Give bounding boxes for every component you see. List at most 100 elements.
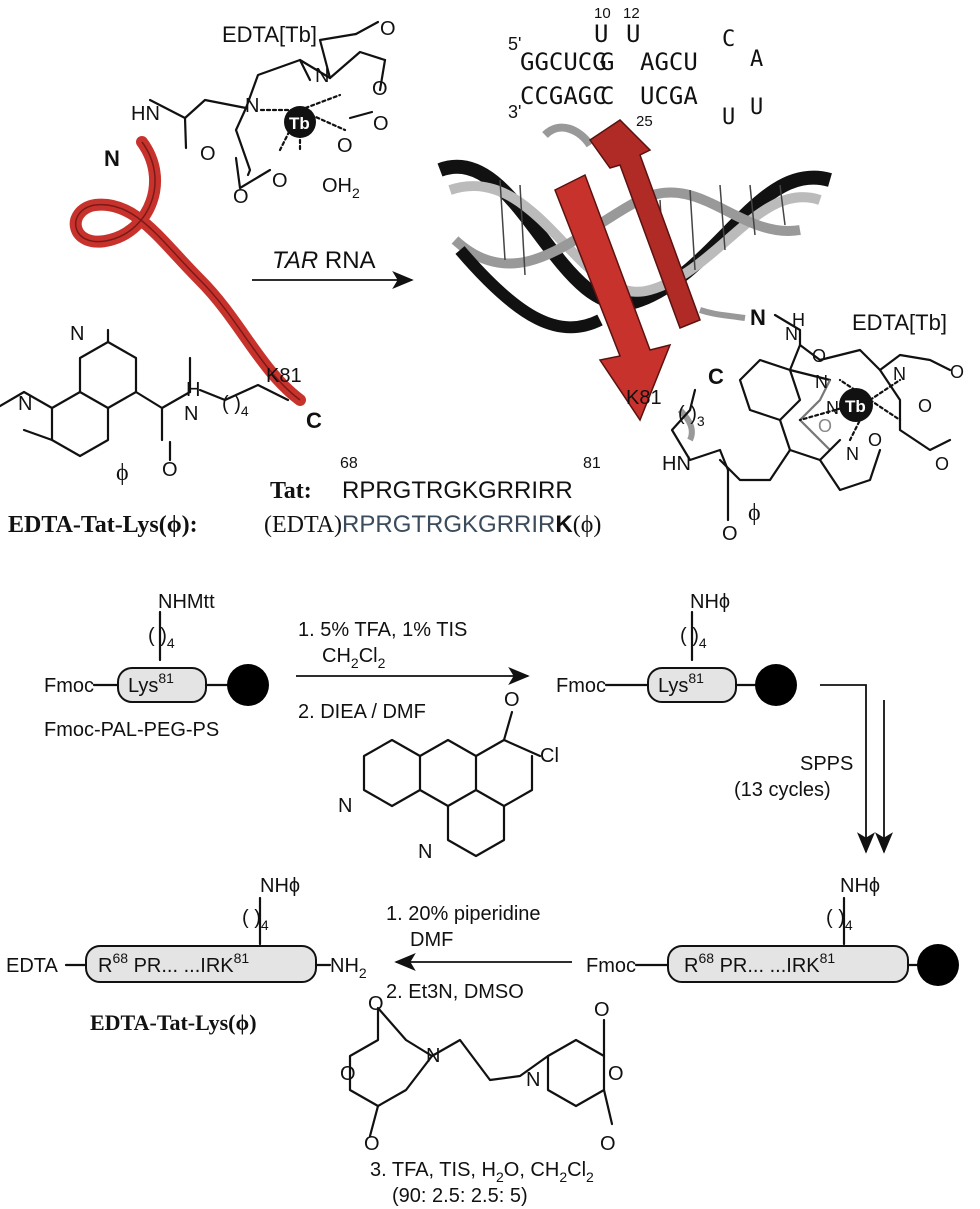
n-atom: N — [245, 95, 259, 117]
tat-sequence: RPRGTRGKGRRIRR — [342, 477, 573, 504]
h-atom: H — [186, 379, 200, 401]
o-atom: O — [812, 346, 826, 366]
o-atom: O — [594, 999, 610, 1021]
cl-atom: Cl — [540, 745, 559, 767]
edta-tb-label-left: EDTA[Tb] — [222, 22, 317, 47]
step2-conditions-a: 1. 20% piperidine — [386, 903, 541, 925]
lys81-label-2: Lys81 — [658, 670, 704, 697]
resin-bead-3 — [917, 944, 959, 986]
rna-bottom-ucga: UCGA — [640, 82, 698, 110]
step3-ratio: (90: 2.5: 2.5: 5) — [392, 1185, 528, 1207]
step1-conditions-a: 1. 5% TFA, 1% TIS — [298, 619, 467, 641]
n-atom: N — [315, 65, 329, 87]
o-atom: O — [722, 523, 738, 545]
o-atom: O — [162, 459, 178, 481]
o-atom: O — [233, 186, 249, 208]
seq-num-81: 81 — [583, 455, 601, 472]
o-atom: O — [200, 143, 216, 165]
n-atom: N — [526, 1069, 540, 1091]
paren-4-left: ( )4 — [222, 393, 249, 419]
n-atom: N — [70, 323, 84, 345]
peptide-label-1: R68 PR... ...IRK81 — [684, 950, 835, 977]
c-terminus-right: C — [708, 364, 724, 389]
n-atom: N — [418, 841, 432, 863]
side-chain-4-b: ( )4 — [680, 625, 707, 651]
rna-num-12: 12 — [623, 5, 640, 22]
fmoc-label-2: Fmoc — [556, 675, 606, 697]
rna-num-10: 10 — [594, 5, 611, 22]
tat-peptide-ribbon — [69, 136, 306, 406]
side-chain-4-a: ( )4 — [148, 625, 175, 651]
o-atom: O — [818, 416, 832, 436]
terbium-atom-right — [839, 388, 873, 422]
peptide-label-final: R68 PR... ...IRK81 — [98, 950, 249, 977]
resin-bead-1 — [227, 664, 269, 706]
scheme-resin-peptide: NHϕ ( )4 Fmoc R68 PR... ...IRK81 — [586, 875, 959, 986]
o-atom: O — [868, 430, 882, 450]
edta-tb-complex-left: EDTA[Tb] Tb O O O O O O O N N HN OH2 — [131, 18, 396, 208]
step2-conditions-c: 2. Et3N, DMSO — [386, 981, 524, 1003]
edta-tat-sequence: (EDTA)RPRGTRGKGRRIRK(ϕ) — [264, 511, 601, 538]
seq-num-68: 68 — [340, 455, 358, 472]
c-terminus-label: C — [306, 408, 322, 433]
n-atom: N — [184, 403, 198, 425]
nh2-label: NH2 — [330, 955, 367, 981]
tb-label-right: Tb — [845, 397, 866, 416]
rna-loop-u2: U — [750, 95, 763, 120]
side-chain-4-d: ( )4 — [242, 907, 269, 933]
o-atom: O — [340, 1063, 356, 1085]
rna-bottom-c: C — [600, 82, 614, 110]
rna-5prime: 5' — [508, 34, 521, 54]
final-product-label: EDTA-Tat-Lys(ϕ) — [90, 1010, 257, 1035]
rna-loop-a: A — [750, 47, 763, 72]
rna-top-agcu: AGCU — [640, 48, 698, 76]
n-atom: N — [893, 364, 906, 384]
scheme-intermediate-1: NHϕ ( )4 Fmoc Lys81 — [556, 591, 797, 706]
h-atom: H — [792, 310, 805, 330]
edta-tat-lys-label: EDTA-Tat-Lys(ϕ): — [8, 512, 198, 538]
tb-label-left: Tb — [289, 114, 310, 133]
rna-bottom-strand: CCGAGC — [520, 82, 607, 110]
nhmtt-label: NHMtt — [158, 591, 215, 613]
n-atom: N — [846, 444, 859, 464]
rna-u10: U — [594, 20, 608, 48]
spps-cycles: (13 cycles) — [734, 779, 831, 801]
n-atom: N — [815, 372, 828, 392]
terbium-atom-left — [284, 106, 316, 138]
tar-rna-sequence: 5' 3' 10 12 U U GGCUCG G AGCU C A CCGAGC… — [508, 5, 763, 130]
n-atom: N — [426, 1045, 440, 1067]
rna-num-25: 25 — [636, 113, 653, 130]
step1-conditions-b: CH2Cl2 — [322, 645, 386, 671]
scheme-final-product: NHϕ ( )4 EDTA R68 PR... ...IRK81 NH2 EDT… — [6, 875, 367, 1035]
o-atom: O — [504, 689, 520, 711]
n-terminus-label: N — [104, 146, 120, 171]
rna-top-g: G — [600, 48, 614, 76]
resin-bead-2 — [755, 664, 797, 706]
phenanthroline-left: N N H N O ϕ ( )4 — [0, 323, 290, 486]
o-atom: O — [935, 454, 949, 474]
rna-loop-u1: U — [722, 105, 735, 130]
o-atom: O — [380, 18, 396, 40]
o-atom: O — [372, 78, 388, 100]
o-atom: O — [368, 993, 384, 1015]
lys81-label-1: Lys81 — [128, 670, 174, 697]
o-atom: O — [373, 113, 389, 135]
phi-label-right: ϕ — [748, 500, 761, 526]
o-atom: O — [364, 1133, 380, 1155]
fmoc-label-3: Fmoc — [586, 955, 636, 977]
nhphi-label-3: NHϕ — [260, 875, 300, 897]
n-atom: N — [826, 398, 839, 418]
n-atom: N — [18, 393, 32, 415]
nhphi-label-2: NHϕ — [840, 875, 880, 897]
n-atom: N — [338, 795, 352, 817]
phi-label-left: ϕ — [116, 460, 129, 486]
edta-label-final: EDTA — [6, 955, 59, 977]
step2-conditions-b: DMF — [410, 929, 453, 951]
scheme-start-resin: NHMtt ( )4 Fmoc Lys81 Fmoc-PAL-PEG-PS — [44, 591, 269, 741]
rna-3prime: 3' — [508, 102, 521, 122]
n-atom: N — [785, 324, 798, 344]
oh2-label: OH2 — [322, 175, 360, 201]
o-atom: O — [608, 1063, 624, 1085]
hn-label-right: HN — [662, 453, 691, 475]
